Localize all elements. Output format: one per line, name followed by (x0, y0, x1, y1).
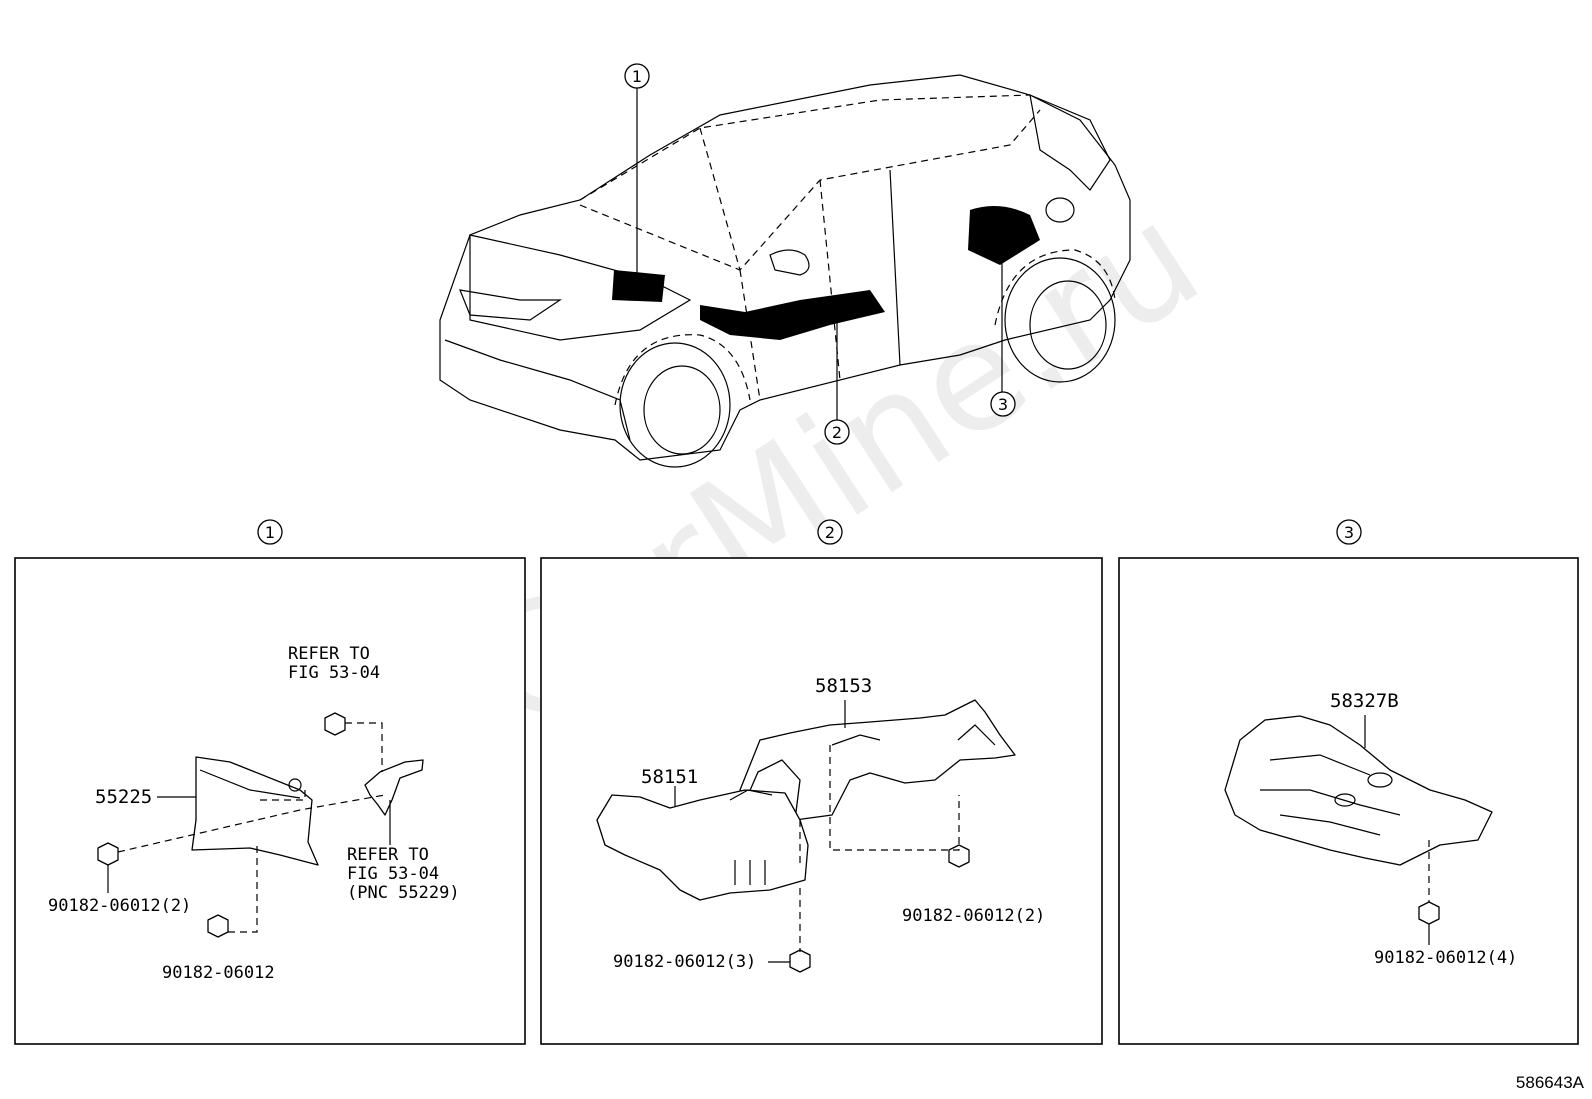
clip-bottom-icon (789, 949, 811, 973)
label-refer-top-1: REFER TO (288, 644, 370, 664)
label-refer-side-1: REFER TO (347, 845, 429, 865)
insulator-area-3 (968, 206, 1040, 265)
car-overview (439, 74, 1131, 468)
label-clip-b: 90182-06012(3) (613, 952, 756, 972)
label-clip-a: 90182-06012(2) (48, 896, 191, 916)
part-55225-shape (191, 756, 319, 866)
part-58327B-shape (1224, 715, 1493, 866)
panel-1-callout: 1 (265, 523, 275, 542)
panel-2-callout: 2 (825, 523, 835, 542)
label-58153: 58153 (815, 675, 872, 697)
part-58153-shape (739, 699, 1016, 821)
panel-3-callout-circle (1336, 519, 1362, 545)
label-clip-a: 90182-06012(2) (902, 906, 1045, 926)
panel-3-callout: 3 (1344, 523, 1354, 542)
svg-text:1: 1 (632, 67, 642, 86)
clip-icon (1418, 901, 1440, 925)
label-refer-side-2: FIG 53-04 (347, 864, 439, 884)
insulator-area-2 (700, 290, 885, 340)
label-58151: 58151 (641, 766, 698, 788)
panel-2-callout-circle (817, 519, 843, 545)
label-refer-top-2: FIG 53-04 (288, 663, 380, 683)
part-58151-shape (596, 789, 809, 901)
overview-callout-3: 3 (990, 391, 1016, 417)
label-58327B: 58327B (1330, 690, 1399, 712)
panel-1-callout-circle (257, 519, 283, 545)
label-55225: 55225 (95, 786, 152, 808)
clip-left-icon (97, 842, 119, 866)
detail-panel-2: 2 58153 58151 90182-06012(2) 90182-06012… (540, 519, 1103, 1045)
overview-callout-2: 2 (824, 419, 850, 445)
label-clip-a: 90182-06012(4) (1374, 948, 1517, 968)
insulator-area-1 (612, 270, 665, 302)
label-clip-b: 90182-06012 (162, 963, 275, 983)
label-refer-side-3: (PNC 55229) (347, 883, 460, 903)
clip-bottom-icon (207, 914, 229, 938)
detail-panel-3: 3 58327B 90182-06012(4) (1118, 519, 1579, 1045)
figure-code: 586643A (1515, 1073, 1584, 1092)
overview-callout-1: 1 (624, 63, 650, 89)
detail-panel-1: 1 55225 REFER TO FIG 53-04 REFER TO FIG … (14, 519, 526, 1045)
clip-right-icon (948, 844, 970, 868)
clip-top-icon (324, 712, 346, 736)
svg-text:3: 3 (998, 395, 1008, 414)
svg-text:2: 2 (832, 423, 842, 442)
